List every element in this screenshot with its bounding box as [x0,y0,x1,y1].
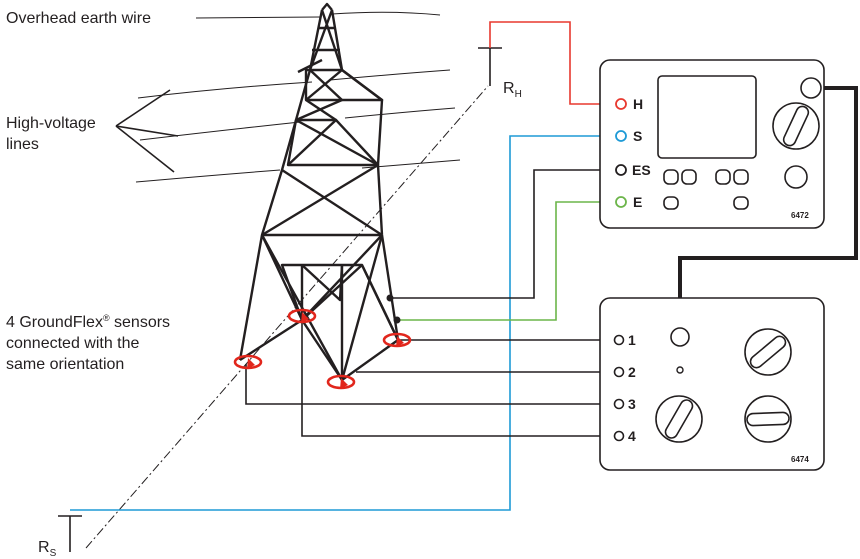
sensors-label-line3: same orientation [6,356,124,373]
terminal-es[interactable] [615,164,627,176]
wire-s [70,135,616,511]
instrument-6474-case [599,297,825,471]
instrument-6472-key[interactable] [681,169,697,185]
hv-lines-label-line2: lines [6,136,39,153]
terminal-2-label: 2 [628,364,636,380]
sensor-2-arrow [340,378,348,389]
terminal-h-label: H [633,96,643,112]
instrument-6474-model: 6474 [791,455,809,464]
hv-lines-label-line1: High-voltage [6,115,96,132]
instrument-6472-rotary-switch[interactable] [772,102,820,150]
instrument-link-cable [678,86,858,330]
terminal-4-label: 4 [628,428,636,444]
instrument-6472-display [657,75,757,159]
wire-es [390,169,616,299]
es-attach-dot [386,294,394,302]
instrument-6472-case [599,59,825,229]
wire-h [489,21,616,105]
instrument-6472-key[interactable] [733,196,749,210]
instrument-6472-link-socket [800,77,822,99]
instrument-6472-model: 6472 [791,211,809,220]
instrument-6472-key[interactable] [663,196,679,210]
sensors-label-line1: 4 GroundFlex® sensors [6,313,170,331]
terminal-3[interactable] [613,398,625,410]
instrument-6474-knob-top-handle [749,335,787,369]
sensor-arrows [247,312,404,389]
electrode-rs [58,515,82,552]
wire-e [397,201,616,321]
overhead-wires [135,11,461,183]
instrument-6472-key[interactable] [663,169,679,185]
instrument-6474-knob-left[interactable] [655,395,703,443]
instrument-6474-knob-right-handle [746,411,790,427]
alignment-line [85,85,489,549]
instrument-6472-key[interactable] [715,169,731,185]
instrument-6474-link-socket [670,327,690,347]
terminal-e-label: E [633,194,642,210]
sensor-1-arrow [396,336,404,347]
instrument-6474-indicator [676,366,684,374]
terminal-4[interactable] [613,430,625,442]
instrument-6472: H S ES E 6472 [599,59,825,229]
terminal-s-label: S [633,128,642,144]
instrument-6472-rotary-knob [782,105,810,147]
pylon [238,2,400,382]
instrument-6474-knob-left-handle [664,399,694,439]
e-attach-dot [393,316,401,324]
terminal-es-label: ES [632,162,651,178]
terminal-3-label: 3 [628,396,636,412]
rs-label: RS [38,539,57,559]
sensor-wires [245,320,614,437]
terminal-s[interactable] [615,130,627,142]
sensor-4-arrow [301,312,309,323]
terminal-2[interactable] [613,366,625,378]
instrument-6474-knob-top[interactable] [744,328,792,376]
terminal-e[interactable] [615,196,627,208]
terminal-h[interactable] [615,98,627,110]
overhead-earth-wire-label: Overhead earth wire [6,10,151,27]
instrument-6472-start-button[interactable] [784,165,808,189]
instrument-6472-key[interactable] [733,169,749,185]
instrument-6474: 1 2 3 4 6474 [599,297,825,471]
rh-label: RH [503,80,522,100]
terminal-1-label: 1 [628,332,636,348]
instrument-6474-knob-right[interactable] [744,395,792,443]
terminal-1[interactable] [613,334,625,346]
sensor-3-arrow [247,358,255,369]
electrode-rh [478,47,502,86]
sensors-label-line2: connected with the [6,335,140,352]
hv-pointer-lines [115,89,179,173]
